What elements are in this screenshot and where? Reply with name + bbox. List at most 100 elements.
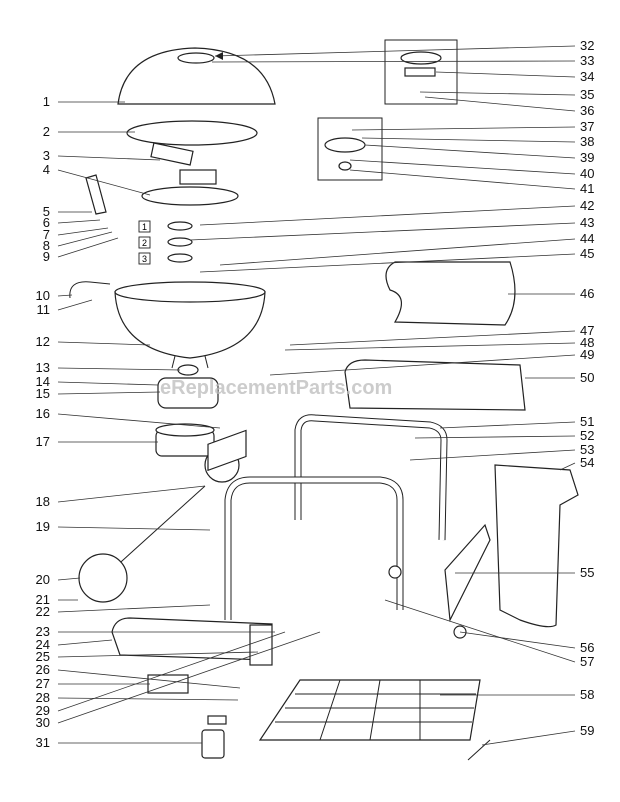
boxed-callouts: 123 xyxy=(138,220,193,265)
callout-14: 14 xyxy=(36,374,50,389)
leader-line xyxy=(57,341,151,346)
callout-9: 9 xyxy=(43,249,50,264)
callouts: 1234567891011121314151617181920212223242… xyxy=(36,38,595,750)
leader-line xyxy=(384,599,576,663)
part-lid-handle-detail xyxy=(400,51,442,65)
callout-36: 36 xyxy=(580,103,594,118)
callout-42: 42 xyxy=(580,198,594,213)
leader-line xyxy=(214,45,576,57)
callout-18: 18 xyxy=(36,494,50,509)
callout-26: 26 xyxy=(36,662,50,677)
part-side-table xyxy=(385,261,516,326)
callout-41: 41 xyxy=(580,181,594,196)
leader-line xyxy=(439,421,576,429)
part-damper-knob xyxy=(177,364,199,376)
leader-line xyxy=(57,237,119,258)
part-lid-handle xyxy=(177,52,215,64)
part-damper-nut xyxy=(338,161,352,171)
part-frame-front-inner xyxy=(225,477,403,620)
callout-49: 49 xyxy=(580,347,594,362)
part-storage-bin xyxy=(494,464,579,628)
leader-line xyxy=(57,631,321,724)
inset-box-damper xyxy=(317,117,383,181)
callout-53: 53 xyxy=(580,442,594,457)
leader-line xyxy=(284,342,576,351)
callout-16: 16 xyxy=(36,406,50,421)
part-wheel xyxy=(78,553,128,603)
callout-37: 37 xyxy=(580,119,594,134)
callout-10: 10 xyxy=(36,288,50,303)
callout-1: 1 xyxy=(43,94,50,109)
callout-29: 29 xyxy=(36,703,50,718)
callout-4: 4 xyxy=(43,162,50,177)
leader-line xyxy=(199,205,576,226)
leader-line xyxy=(364,144,576,159)
callout-59: 59 xyxy=(580,723,594,738)
leader-line xyxy=(57,367,181,371)
leader-line xyxy=(559,462,576,471)
leader-line xyxy=(57,604,211,613)
callout-54: 54 xyxy=(580,455,594,470)
callout-31: 31 xyxy=(36,735,50,750)
part-bracket xyxy=(207,429,247,472)
callout-35: 35 xyxy=(580,87,594,102)
callout-13: 13 xyxy=(36,360,50,375)
callout-2: 2 xyxy=(43,124,50,139)
callout-19: 19 xyxy=(36,519,50,534)
part-bowl-rim xyxy=(114,281,266,303)
part-ash-catcher-top xyxy=(155,423,215,437)
leader-line xyxy=(57,391,161,395)
callout-33: 33 xyxy=(580,53,594,68)
callout-24: 24 xyxy=(36,637,50,652)
callout-27: 27 xyxy=(36,676,50,691)
callout-48: 48 xyxy=(580,335,594,350)
leader-line xyxy=(289,330,576,346)
part-bottom-rack xyxy=(258,679,481,741)
leader-line xyxy=(219,238,576,266)
callout-39: 39 xyxy=(580,150,594,165)
leader-line xyxy=(459,631,576,649)
callout-34: 34 xyxy=(580,69,594,84)
part-heat-shield xyxy=(404,67,436,77)
callout-25: 25 xyxy=(36,649,50,664)
callout-11: 11 xyxy=(37,302,51,317)
leader-line xyxy=(57,155,161,161)
leader-line xyxy=(414,435,576,439)
part-charcoal-basket xyxy=(179,169,217,185)
part-back-panel xyxy=(344,359,526,411)
callout-21: 21 xyxy=(36,592,50,607)
leader-line xyxy=(361,137,576,143)
callout-50: 50 xyxy=(580,370,594,385)
callout-28: 28 xyxy=(36,690,50,705)
leader-line xyxy=(57,526,211,531)
boxed-callout-1: 1 xyxy=(142,222,147,232)
leader-line xyxy=(269,354,576,376)
part-damper xyxy=(324,137,366,153)
callout-32: 32 xyxy=(580,38,594,53)
callout-15: 15 xyxy=(36,386,50,401)
boxed-callout-3: 3 xyxy=(142,254,147,264)
part-handle xyxy=(85,174,107,215)
leader-line xyxy=(57,231,113,247)
part-clip xyxy=(201,729,225,759)
callout-43: 43 xyxy=(580,215,594,230)
callout-3: 3 xyxy=(43,148,50,163)
callout-8: 8 xyxy=(43,238,50,253)
callout-47: 47 xyxy=(580,323,594,338)
part-wire-handle xyxy=(69,281,111,299)
boxed-callout-frame xyxy=(138,220,151,233)
callout-23: 23 xyxy=(36,624,50,639)
part-ash-bowl xyxy=(157,377,219,409)
part-charcoal-grate xyxy=(141,186,239,206)
leader-line xyxy=(57,413,221,429)
part-damper-blade xyxy=(167,237,193,247)
inset-box-lid-vent xyxy=(384,39,458,105)
arrow-icon xyxy=(215,52,223,60)
callout-46: 46 xyxy=(580,286,594,301)
leader-line xyxy=(211,60,576,63)
leader-line xyxy=(57,639,113,646)
leader-line xyxy=(57,219,101,224)
part-bowl-legs xyxy=(171,355,209,369)
leader-line xyxy=(349,159,576,175)
